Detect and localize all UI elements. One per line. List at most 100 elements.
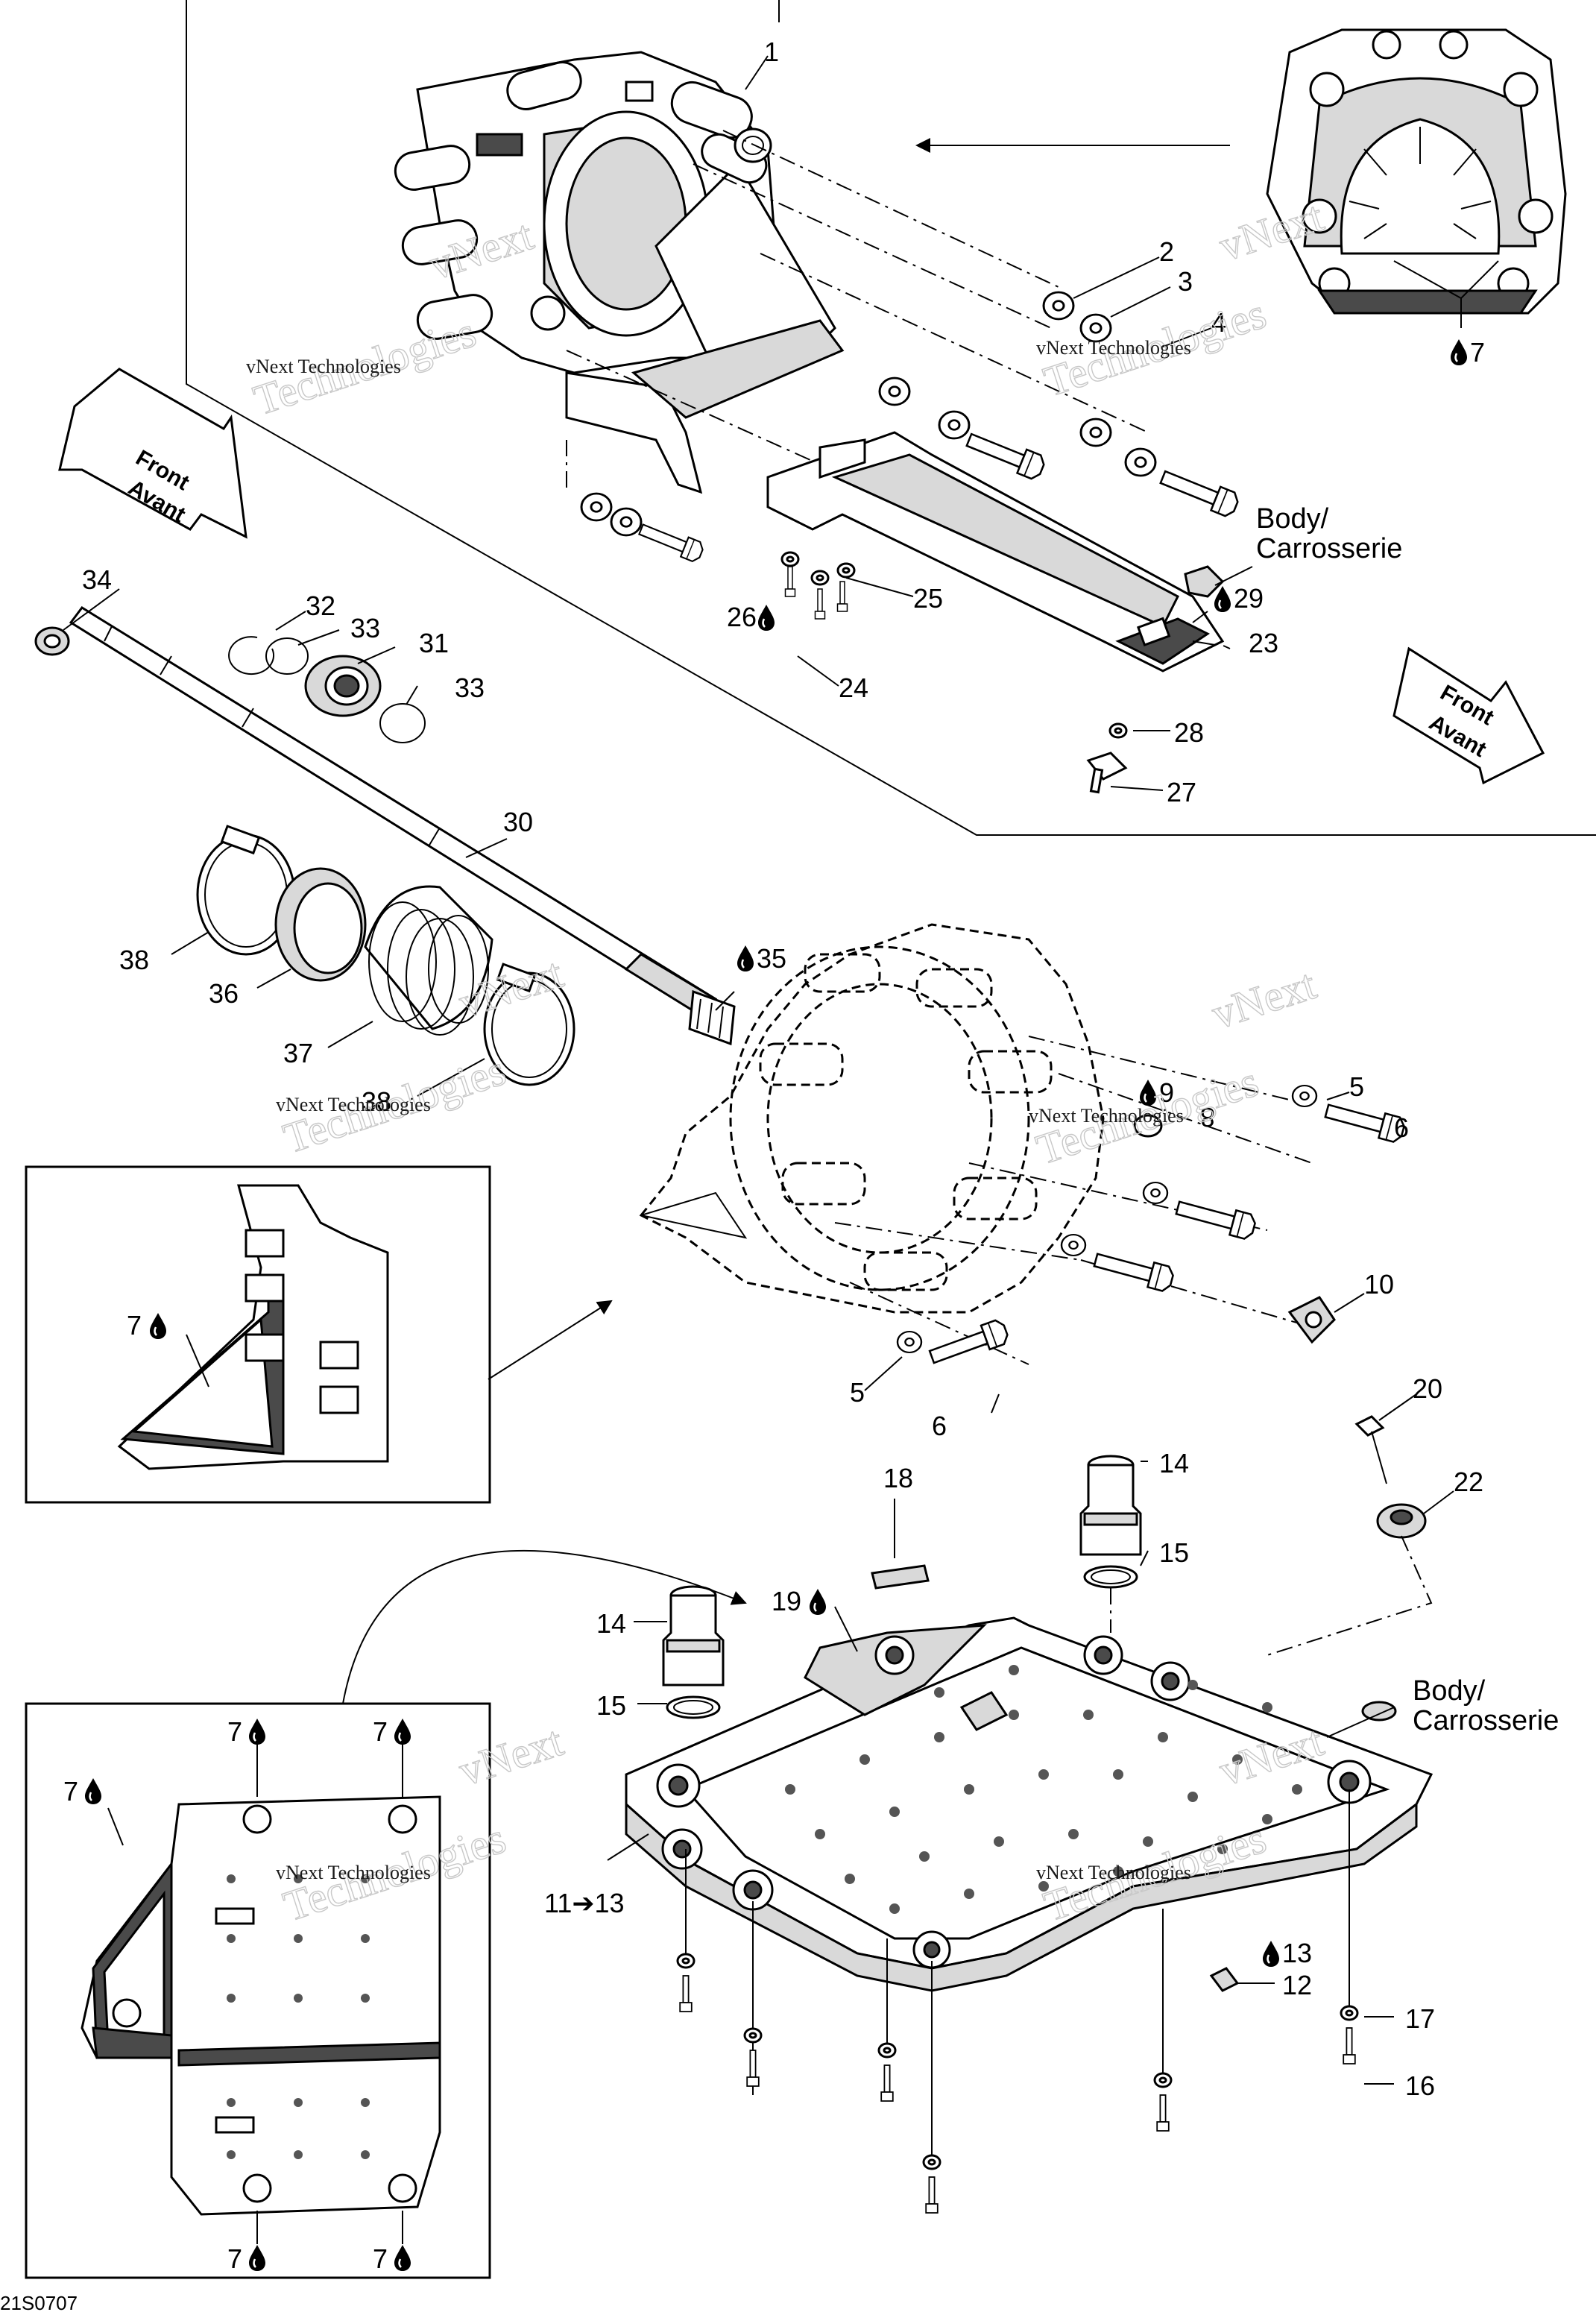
callout-23: 23	[1249, 628, 1278, 658]
washer-part-2	[1042, 291, 1075, 321]
callout-6b: 6	[932, 1411, 947, 1441]
drawing-code: 21S0707	[0, 2292, 78, 2314]
callout-28: 28	[1174, 717, 1204, 748]
callout-20: 20	[1413, 1373, 1442, 1404]
callout-2: 2	[1159, 236, 1174, 267]
o-ring-part-15b	[1083, 1565, 1138, 1589]
watermark-text: vNext Technologies	[246, 356, 401, 377]
washer-part-28	[1108, 722, 1128, 739]
callout-17: 17	[1405, 2003, 1435, 2034]
callout-27: 27	[1167, 777, 1196, 807]
plate-part-10	[1287, 1296, 1336, 1344]
bolt-2	[1157, 464, 1242, 520]
callout-6a: 6	[1394, 1112, 1409, 1143]
washer-1	[878, 377, 911, 406]
o-ring-part-15a	[666, 1695, 721, 1719]
washer-3	[1079, 418, 1112, 447]
adhesive-drop-icon	[736, 944, 755, 973]
callout-7-inset-d: 7	[227, 2243, 242, 2274]
ring-part-36	[274, 867, 367, 982]
ride-plate-part-11-13	[625, 1616, 1433, 1992]
body-note-bottom-2: Carrosserie	[1413, 1705, 1559, 1736]
callout-5b: 5	[850, 1377, 865, 1408]
callout-14a: 14	[596, 1608, 626, 1639]
guide-grommet	[1267, 1535, 1433, 1656]
callout-29: 29	[1234, 583, 1264, 614]
callout-33a: 33	[350, 613, 380, 643]
callout-8: 8	[1200, 1102, 1215, 1133]
callout-7-inset-a: 7	[227, 1716, 242, 1747]
callout-15a: 15	[596, 1690, 626, 1721]
bolt-1	[963, 426, 1048, 482]
direction-arrow-icon: Front Avant	[58, 368, 247, 539]
callout-1: 1	[764, 37, 779, 67]
boot-part-37	[364, 885, 493, 1036]
pump-housing-rear-view	[1266, 28, 1567, 315]
callout-38b: 38	[362, 1086, 391, 1117]
callout-9: 9	[1159, 1077, 1174, 1108]
watermark-text: vNext Technologies	[1029, 1105, 1184, 1127]
fitting-part-14b	[1079, 1455, 1142, 1556]
nut-body-bottom	[1361, 1701, 1397, 1722]
small-bolts-24-25	[780, 551, 856, 620]
bearing-part-31	[304, 655, 382, 717]
callout-labels: 1 2 3 4 7 Body/ Carrosserie 29 23 25 26 …	[0, 37, 1559, 2314]
body-note-top-2: Carrosserie	[1256, 533, 1402, 564]
screws-part-16	[676, 1953, 1359, 2214]
callout-3: 3	[1178, 266, 1193, 297]
o-ring-part-33a	[265, 637, 309, 675]
callout-4: 4	[1211, 307, 1226, 338]
bolts-part-6	[926, 1097, 1407, 1370]
watermark-text: vNext Technologies	[1036, 1862, 1191, 1883]
direction-arrow-icon: Front Avant	[1392, 646, 1545, 785]
callout-7-inset-e: 7	[373, 2243, 388, 2274]
callout-30: 30	[503, 807, 533, 837]
washer-5	[580, 492, 613, 522]
adhesive-drop-icon	[808, 1587, 827, 1616]
callout-35: 35	[757, 943, 786, 974]
bolt-3	[636, 518, 706, 564]
callout-34: 34	[82, 564, 112, 595]
callout-7-side: 7	[127, 1310, 142, 1341]
body-note-top-1: Body/	[1256, 503, 1329, 535]
callout-25: 25	[913, 583, 943, 614]
callout-13: 13	[1282, 1938, 1312, 1968]
seal-part-34	[34, 626, 70, 656]
support-part-23	[766, 431, 1225, 673]
plate-leaders	[685, 1789, 1350, 2162]
callout-31: 31	[419, 628, 449, 658]
watermark-big-a: vNext	[1206, 960, 1322, 1039]
callout-24: 24	[839, 673, 868, 703]
circlip-part-32	[228, 636, 274, 675]
washer-2	[938, 410, 971, 440]
callout-26: 26	[727, 602, 757, 632]
strip-part-18	[871, 1564, 930, 1590]
callout-7-top: 7	[1470, 337, 1485, 368]
callout-33b: 33	[455, 673, 485, 703]
inset-side-view-housing	[117, 1184, 389, 1470]
callout-16: 16	[1405, 2070, 1435, 2101]
callout-19: 19	[772, 1586, 801, 1616]
plug-part-12	[1209, 1967, 1240, 1992]
callout-10: 10	[1364, 1269, 1394, 1300]
inset-plate-top-view	[81, 1795, 441, 2216]
washer-4	[1124, 447, 1157, 477]
callout-15b: 15	[1159, 1537, 1189, 1568]
callout-12: 12	[1282, 1970, 1312, 2000]
pump-housing-part-1	[394, 51, 845, 494]
callout-37: 37	[283, 1038, 313, 1068]
callout-11-13: 11➔13	[544, 1888, 625, 1918]
adhesive-drop-icon	[1449, 338, 1469, 367]
callout-14b: 14	[1159, 1448, 1189, 1478]
watermark-text: vNext Technologies	[276, 1094, 431, 1115]
assembly-arrow-icon	[488, 1300, 613, 1380]
housing-outline-dotted	[639, 923, 1105, 1314]
watermark-text: vNext Technologies	[1036, 337, 1191, 359]
clamp-part-38b	[483, 963, 575, 1086]
adhesive-drop-icon	[1261, 1939, 1281, 1968]
washer-6	[610, 507, 643, 537]
nut-body	[1184, 565, 1225, 598]
callout-leaders	[63, 55, 1499, 2244]
watermark-text: vNext Technologies	[276, 1862, 431, 1883]
